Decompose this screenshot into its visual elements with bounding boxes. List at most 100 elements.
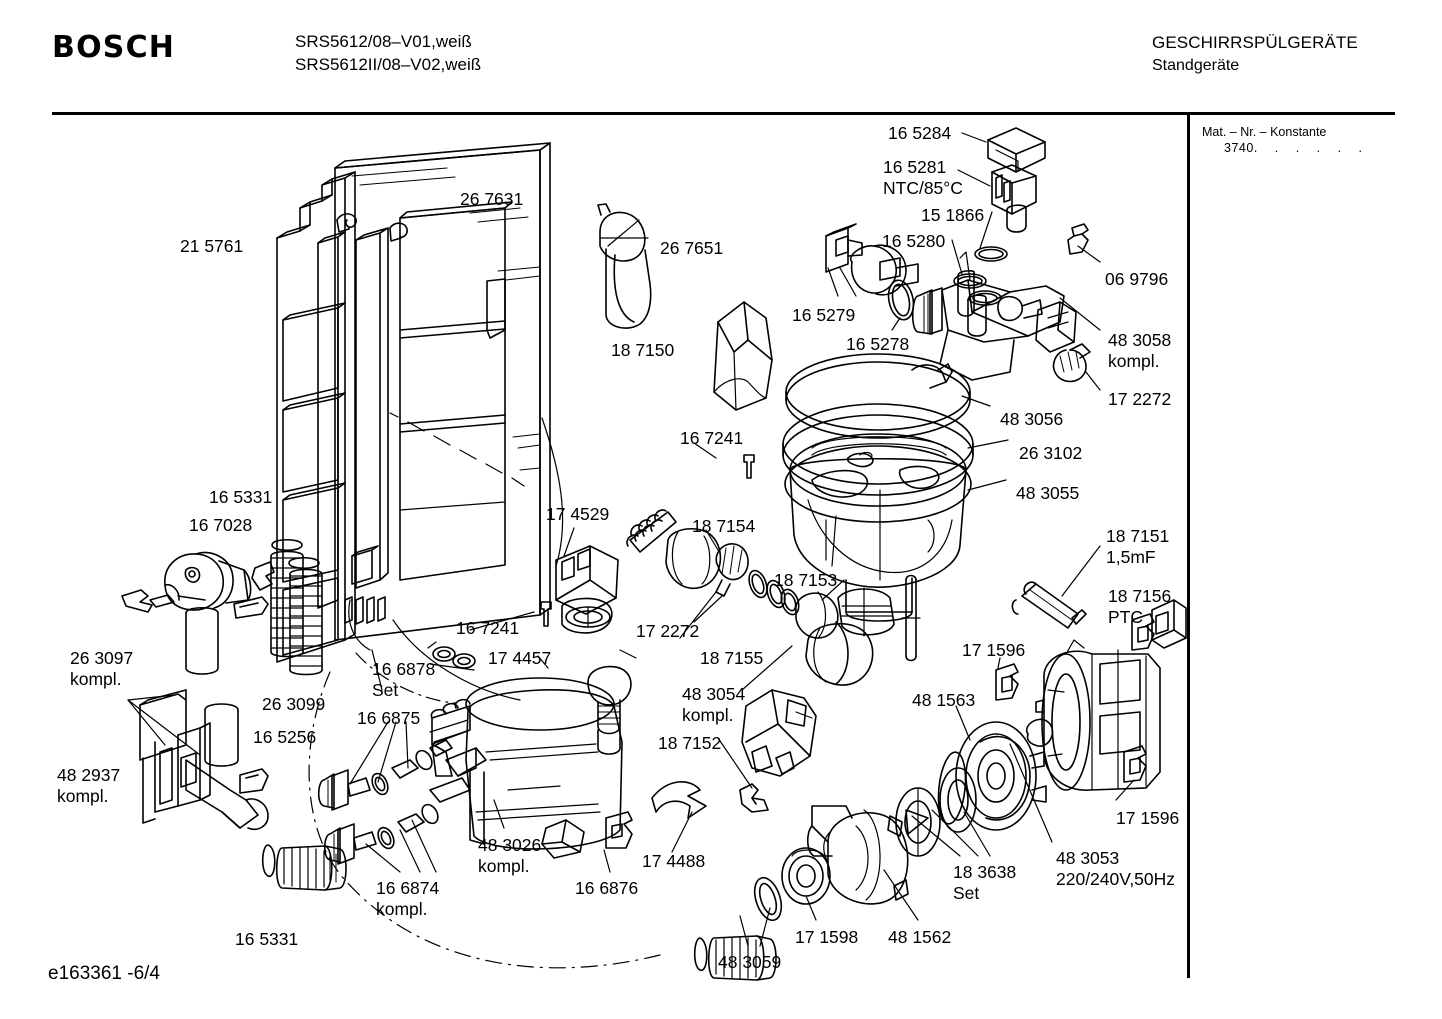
part-callout-069796: 06 9796 [1105, 269, 1168, 290]
part-note: 1,5mF [1106, 547, 1156, 567]
category-title: GESCHIRRSPÜLGERÄTE [1152, 33, 1358, 52]
part-number: 48 1563 [912, 690, 976, 710]
part-callout-165256: 16 5256 [253, 727, 316, 748]
part-callout-215761: 21 5761 [180, 236, 243, 257]
part-number: 16 5256 [253, 727, 317, 747]
part-callout-167241: 16 7241 [680, 428, 743, 449]
part-callout-172272: 17 2272 [636, 621, 699, 642]
part-number: 26 3102 [1019, 443, 1083, 463]
part-number: 16 5281 [883, 157, 947, 177]
part-callout-167241: 16 7241 [456, 618, 519, 639]
part-number: 18 7151 [1106, 526, 1170, 546]
part-number: 16 5278 [846, 334, 910, 354]
category-subtitle: Standgeräte [1152, 57, 1240, 74]
part-callout-267631: 26 7631 [460, 189, 523, 210]
heater-assembly-group [825, 127, 1101, 391]
part-callout-187154: 18 7154 [692, 516, 755, 537]
part-callout-167028: 16 7028 [189, 515, 252, 536]
part-number: 48 3055 [1016, 483, 1080, 503]
part-number: 16 6874 [376, 878, 440, 898]
part-callout-483056: 48 3056 [1000, 409, 1063, 430]
part-number: 16 7241 [680, 428, 744, 448]
part-number: 16 7241 [456, 618, 520, 638]
part-number: 48 3026 [478, 835, 542, 855]
part-number: 18 7154 [692, 516, 756, 536]
part-number: 17 1596 [962, 640, 1026, 660]
part-number: 16 5331 [235, 929, 299, 949]
part-note: Set [953, 883, 980, 903]
part-number: 16 5280 [882, 231, 946, 251]
part-number: 26 3099 [262, 694, 326, 714]
part-number: 48 3059 [718, 952, 782, 972]
part-callout-165331: 16 5331 [235, 929, 298, 950]
part-callout-483055: 48 3055 [1016, 483, 1079, 504]
part-number: 16 6876 [575, 878, 639, 898]
part-number: 16 6878 [372, 659, 436, 679]
part-number: 15 1866 [921, 205, 985, 225]
part-number: 17 4457 [488, 648, 552, 668]
part-number: 18 7155 [700, 648, 764, 668]
part-callout-172272: 17 2272 [1108, 389, 1171, 410]
part-callout-187153: 18 7153 [774, 570, 837, 591]
part-note: kompl. [1108, 351, 1160, 371]
part-number: 48 3053 [1056, 848, 1120, 868]
part-number: 17 4488 [642, 851, 706, 871]
panel-divider [1187, 113, 1190, 978]
part-number: 48 3056 [1000, 409, 1064, 429]
part-callout-483059: 48 3059 [718, 952, 781, 973]
hose-chain-group [469, 442, 921, 853]
part-callout-174457: 17 4457 [488, 648, 551, 669]
model-line-2: SRS5612II/08–V02,weiß [295, 55, 482, 74]
part-note: kompl. [70, 669, 122, 689]
part-callout-187155: 18 7155 [700, 648, 763, 669]
part-number: 17 1596 [1116, 808, 1180, 828]
part-callout-481563: 48 1563 [912, 690, 975, 711]
header-divider [52, 112, 1395, 115]
part-number: 17 1598 [795, 927, 859, 947]
part-number: 21 5761 [180, 236, 244, 256]
part-number: 16 7028 [189, 515, 253, 535]
part-callout-165279: 16 5279 [792, 305, 855, 326]
model-designations: SRS5612/08–V01,weiß SRS5612II/08–V02,wei… [295, 30, 481, 76]
left-components-group [121, 538, 347, 891]
part-callout-263099: 26 3099 [262, 694, 325, 715]
part-callout-171596: 17 1596 [1116, 808, 1179, 829]
part-number: 26 7631 [460, 189, 524, 209]
part-callout-165278: 16 5278 [846, 334, 909, 355]
part-callout-166876: 16 6876 [575, 878, 638, 899]
part-note: 220/240V,50Hz [1056, 869, 1176, 889]
part-note: kompl. [376, 899, 428, 919]
part-callout-151866: 15 1866 [921, 205, 984, 226]
material-number-value-row: 3740. . . . . . [1202, 140, 1369, 156]
part-callout-267651: 26 7651 [660, 238, 723, 259]
sump-tank-group [317, 599, 637, 873]
part-number: 16 5279 [792, 305, 856, 325]
part-number: 06 9796 [1105, 269, 1169, 289]
part-number: 17 2272 [636, 621, 700, 641]
funnel-cover-group [597, 203, 773, 411]
part-note: NTC/85°C [883, 178, 963, 198]
part-callout-481562: 48 1562 [888, 927, 951, 948]
part-number: 16 5331 [209, 487, 273, 507]
part-number: 26 3097 [70, 648, 134, 668]
part-number: 26 7651 [660, 238, 724, 258]
part-callout-187150: 18 7150 [611, 340, 674, 361]
part-callout-171596: 17 1596 [962, 640, 1025, 661]
part-note: kompl. [57, 786, 109, 806]
part-number: 48 3054 [682, 684, 746, 704]
part-number: 48 1562 [888, 927, 952, 947]
sump-bowl-group [782, 353, 1009, 622]
part-callout-174488: 17 4488 [642, 851, 705, 872]
part-number: 18 7156 [1108, 586, 1172, 606]
part-note: Set [372, 680, 399, 700]
part-callout-165331: 16 5331 [209, 487, 272, 508]
